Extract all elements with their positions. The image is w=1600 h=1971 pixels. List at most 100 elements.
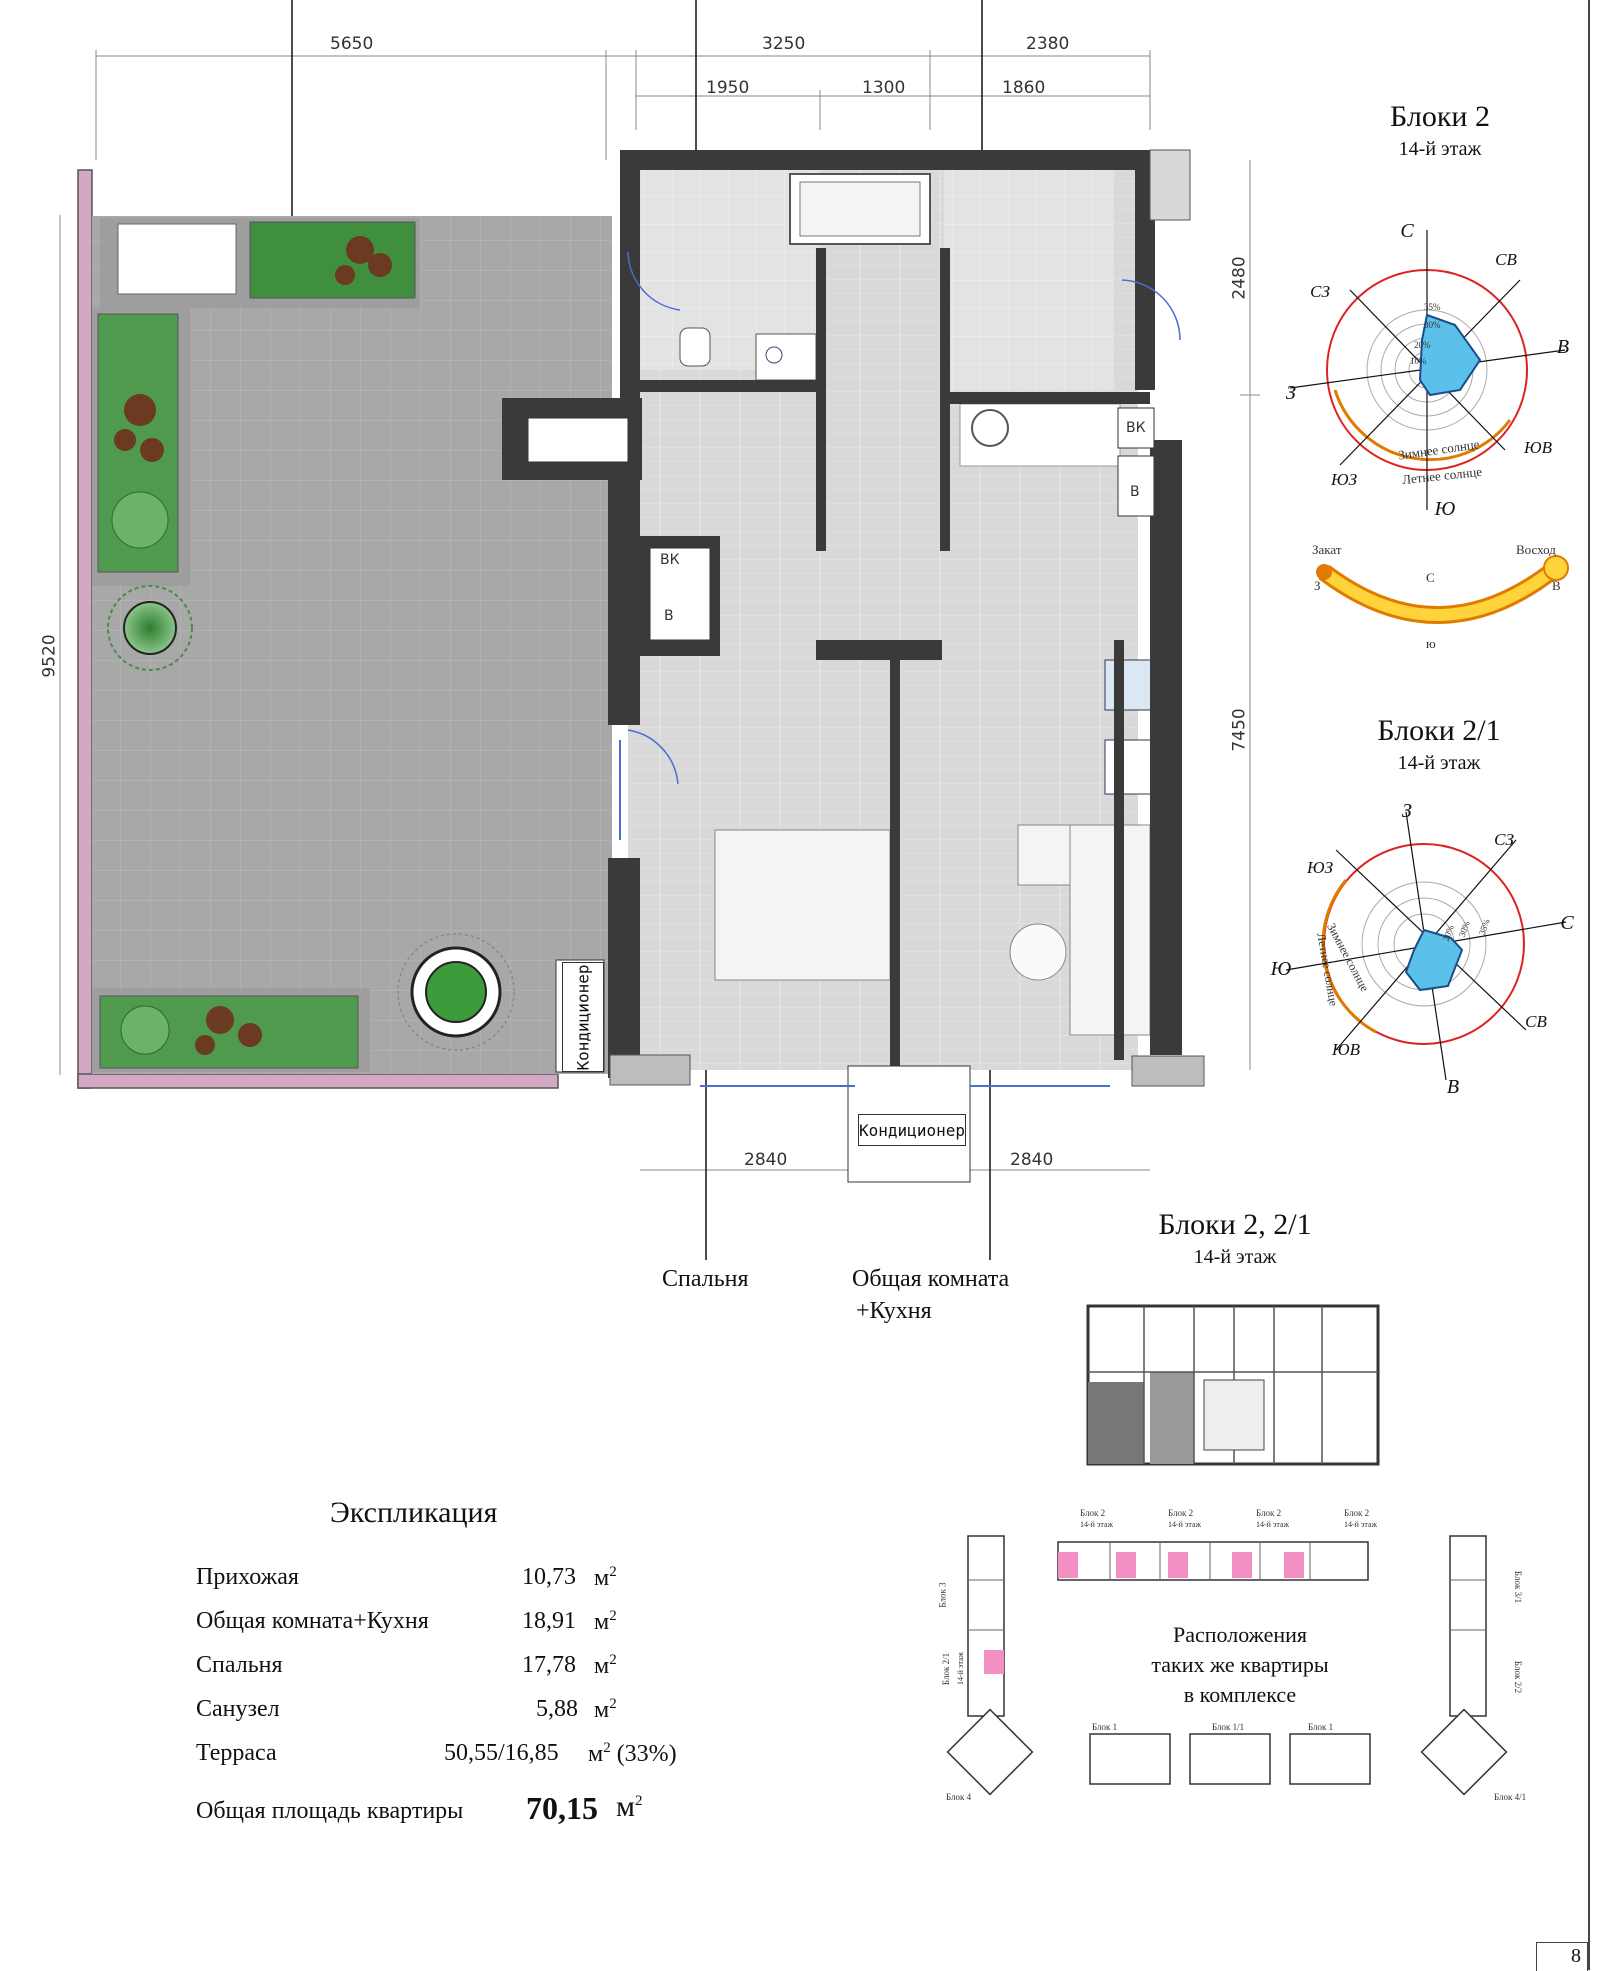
wr2-left: Ю [1270,958,1292,980]
site-top-2: Блок 2 [1168,1508,1194,1518]
exp-name: Санузел [196,1696,280,1722]
v-label-1: В [664,608,674,624]
exp-total-unit: м2 [616,1790,643,1823]
exp-total: Общая площадь квартиры 70,15 м2 [196,1790,756,1840]
vk-label-1: ВК [660,552,680,568]
wr1-20: 20% [1414,340,1431,350]
sun-n: С [1426,570,1435,585]
exp-value: 10,73 [522,1564,576,1590]
exp-unit: м2 [594,1652,617,1679]
site-top-floor-2: 14-й этаж [1168,1520,1202,1529]
wr2-br: СВ [1525,1012,1547,1031]
wr2-top: З [1402,800,1412,822]
wr1-30: 30% [1424,320,1441,330]
exp-row-hall: Прихожая 10,73 м2 [196,1564,756,1604]
sun-e: В [1552,578,1561,593]
site-plan [946,1535,1508,1796]
explication-title: Экспликация [330,1496,498,1529]
site-top-floor-4: 14-й этаж [1344,1520,1378,1529]
exp-row-bedroom: Спальня 17,78 м2 [196,1652,756,1692]
vk-label-2: ВК [1126,420,1146,436]
room-label-kitchen: +Кухня [856,1298,932,1324]
wr1-nw: СЗ [1310,282,1330,301]
exp-value: 50,55/16,85 [444,1740,559,1766]
dim-bottom-left: 2840 [744,1150,788,1170]
exp-name: Спальня [196,1652,283,1678]
site-bottom-2: Блок 1/1 [1212,1722,1245,1732]
floor-plan [59,0,1260,1260]
exp-unit: м2 [594,1696,617,1723]
compass-1-floor: 14-й этаж [1398,138,1482,160]
wr1-s: Ю [1434,498,1456,520]
dim-top-mid: 3250 [762,34,806,54]
ac-unit-left-label: Кондиционер [573,964,593,1070]
page-number-box: 8 [1536,1942,1588,1971]
ac-unit-bottom: Кондиционер [858,1114,966,1146]
site-bottom-3: Блок 1 [1308,1722,1334,1732]
v-label-2: В [1130,484,1140,500]
exp-row-common: Общая комната+Кухня 18,91 м2 [196,1608,756,1648]
site-caption-1: Расположения [1172,1622,1308,1647]
wr1-e: В [1556,336,1570,358]
page-border-right [1588,0,1590,1970]
site-corner-br: Блок 4/1 [1494,1792,1527,1802]
floor-plan-title: Блоки 2, 2/1 [1158,1208,1312,1241]
sun-sunrise: Восход [1516,542,1556,557]
wr2-tr: СЗ [1494,830,1514,849]
sun-s: ю [1426,636,1436,651]
exp-row-bath: Санузел 5,88 м2 [196,1696,756,1736]
site-top-4: Блок 2 [1344,1508,1370,1518]
floor-plan-floor: 14-й этаж [1193,1246,1277,1268]
wr1-sw: ЮЗ [1331,470,1357,489]
exp-value: 17,78 [522,1652,576,1678]
room-label-common: Общая комната [852,1266,1010,1292]
exp-value: 5,88 [536,1696,578,1722]
wr2-bottom: В [1446,1076,1460,1098]
wr2-tl: ЮЗ [1307,858,1333,877]
dim-left-height: 9520 [39,634,60,678]
sun-w: З [1314,578,1321,593]
exp-unit: м2 [594,1608,617,1635]
exp-value: 18,91 [522,1608,576,1634]
site-caption-3: в комплексе [1183,1682,1297,1707]
wr2-bl: ЮВ [1332,1040,1360,1059]
site-top-floor-1: 14-й этаж [1080,1520,1114,1529]
dim-sub-c: 1860 [1002,78,1046,98]
site-bottom-1: Блок 1 [1092,1722,1118,1732]
site-left-2-floor: 14-й этаж [956,1651,966,1686]
wr2-right: С [1560,912,1574,934]
site-top-floor-3: 14-й этаж [1256,1520,1290,1529]
wind-rose-1 [1289,230,1566,510]
exp-name: Прихожая [196,1564,299,1590]
site-right-1: Блок 3/1 [1513,1570,1524,1604]
dim-sub-b: 1300 [862,78,906,98]
room-label-bedroom: Спальня [662,1266,749,1292]
compass-1-title: Блоки 2 [1390,100,1490,133]
site-caption-2: таких же квартиры [1151,1652,1329,1677]
page-number: 8 [1571,1945,1581,1967]
dim-sub-a: 1950 [706,78,750,98]
dim-bottom-right: 2840 [1010,1150,1054,1170]
exp-unit: м2 [594,1564,617,1591]
site-right-2: Блок 2/2 [1513,1660,1524,1694]
exp-row-terrace: Терраса 50,55/16,85 м2 (33%) [196,1740,756,1780]
site-top-1: Блок 2 [1080,1508,1106,1518]
dimension-lines [59,50,1260,1171]
compass-2-title: Блоки 2/1 [1377,714,1501,747]
dim-top-right: 2380 [1026,34,1070,54]
wind-rose-2 [1285,811,1567,1081]
exp-name: Терраса [196,1740,277,1766]
site-corner-bl: Блок 4 [946,1792,972,1802]
dim-top-left: 5650 [330,34,374,54]
wr1-10: 10% [1410,356,1427,366]
dim-right-lower: 7450 [1229,708,1250,752]
dim-right-upper: 2480 [1229,256,1250,300]
wr1-35: 35% [1424,302,1441,312]
exp-total-label: Общая площадь квартиры [196,1798,464,1824]
exp-total-value: 70,15 [526,1790,598,1826]
sun-sunset: Закат [1312,542,1342,557]
key-plan [1086,1304,1380,1466]
wr1-w: З [1286,382,1296,404]
wr1-ne: СВ [1495,250,1517,269]
exp-name: Общая комната+Кухня [196,1608,429,1634]
